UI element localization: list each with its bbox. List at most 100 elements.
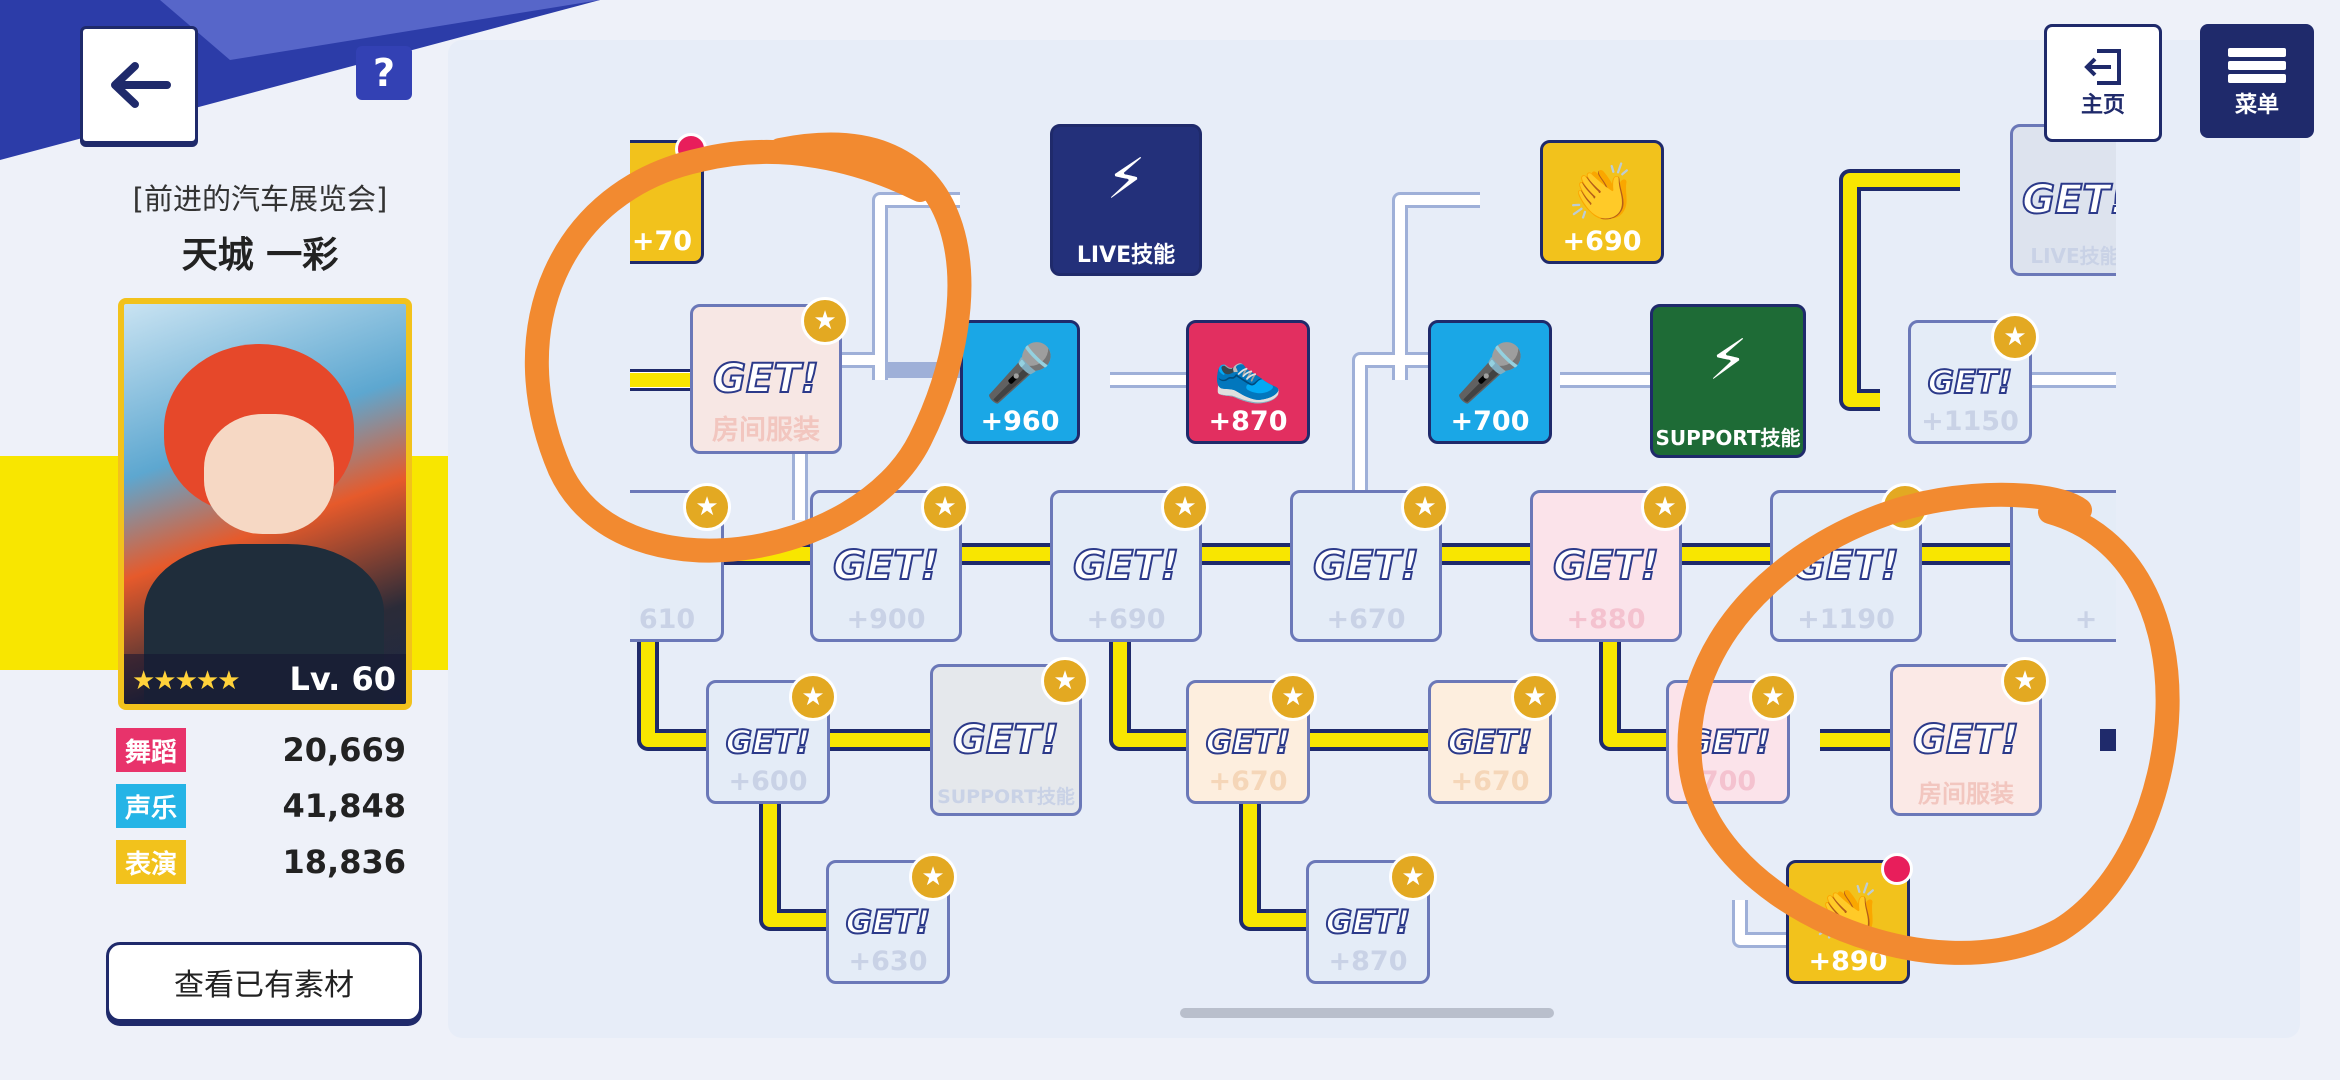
get-label: GET! xyxy=(1912,716,2020,764)
hamburger-icon xyxy=(2228,44,2286,87)
get-label: GET! xyxy=(1205,722,1292,762)
rarity-stars: ★★★★★ xyxy=(132,666,241,696)
arrow-left-icon xyxy=(111,62,171,108)
home-button[interactable]: 主页 xyxy=(2044,24,2162,142)
view-materials-button[interactable]: 查看已有素材 xyxy=(106,942,422,1022)
get-label: GET! xyxy=(725,722,812,762)
tile-row4-2[interactable]: GET! +870 ★ xyxy=(1306,853,1437,984)
stat-vocal-value: 41,848 xyxy=(282,787,406,825)
tile-row2-1[interactable]: 610 ★ xyxy=(630,483,731,642)
tile-value: + xyxy=(2074,604,2098,635)
tile-value: +870 xyxy=(1208,406,1288,437)
tile-label: SUPPORT技能 xyxy=(1655,426,1801,450)
tile-label: LIVE技能 xyxy=(1076,243,1176,268)
card-footer xyxy=(124,654,406,704)
microphone-icon: 🎤 xyxy=(1455,340,1525,406)
get-label: GET! xyxy=(712,355,820,403)
get-label: GET! xyxy=(1552,542,1660,590)
tile-dance-870[interactable]: 👟 +870 xyxy=(1186,320,1310,444)
glowstick-icon: ⚡ xyxy=(1708,327,1748,393)
get-label: GET! xyxy=(832,542,940,590)
star-badge-icon: ★ xyxy=(1511,673,1559,721)
stat-performance-value: 18,836 xyxy=(282,843,406,881)
tile-row3-1[interactable]: GET! +600 ★ xyxy=(706,673,837,804)
tile-vocal-700[interactable]: 🎤 +700 xyxy=(1428,320,1552,444)
tile-value: +690 xyxy=(1562,226,1642,257)
tile-value: +670 xyxy=(1208,766,1288,797)
tile-row2-5[interactable]: GET! +880 ★ xyxy=(1530,483,1689,642)
get-label: GET! xyxy=(1072,542,1180,590)
tile-value: +690 xyxy=(1086,604,1166,635)
card-art-face xyxy=(204,414,334,534)
menu-button[interactable]: 菜单 xyxy=(2200,24,2314,138)
skill-tree-viewport[interactable]: +70 GET! 房间服装 ★ ⚡ LIVE技能 🎤 +960 👟 +870 👏… xyxy=(630,40,2116,1038)
tile-value: 610 xyxy=(638,604,696,635)
tile-row3-3[interactable]: GET! +670 ★ xyxy=(1186,673,1317,804)
star-badge-icon: ★ xyxy=(1389,853,1437,901)
stat-dance-value: 20,669 xyxy=(282,731,406,769)
star-badge-icon: ★ xyxy=(1991,313,2039,361)
tile-vocal-960[interactable]: 🎤 +960 xyxy=(960,320,1080,444)
horizontal-scrollbar[interactable] xyxy=(1180,1008,1554,1018)
tile-row3-2[interactable]: GET! SUPPORT技能 ★ xyxy=(930,657,1089,816)
star-badge-icon: ★ xyxy=(801,297,849,345)
star-badge-icon: ★ xyxy=(683,483,731,531)
tile-value: +670 xyxy=(1450,766,1530,797)
back-button[interactable] xyxy=(80,26,198,144)
tile-live-skill-get[interactable]: GET! LIVE技能 xyxy=(2010,124,2116,276)
get-label: GET! xyxy=(952,716,1060,764)
tile-vocal-1150-get[interactable]: GET! +1150 ★ xyxy=(1908,313,2039,444)
tile-row3-4[interactable]: GET! +670 ★ xyxy=(1428,673,1559,804)
home-label: 主页 xyxy=(2080,93,2125,118)
tile-row2-3[interactable]: GET! +690 ★ xyxy=(1050,483,1209,642)
tile-row4-1[interactable]: GET! +630 ★ xyxy=(826,853,957,984)
tile-row3-6[interactable]: GET! 房间服装 ★ xyxy=(1890,657,2049,816)
tile-label: 房间服装 xyxy=(712,415,820,446)
character-name: 天城 一彩 xyxy=(181,235,339,276)
star-badge-icon: ★ xyxy=(2001,657,2049,705)
star-badge-icon: ★ xyxy=(1749,673,1797,721)
tile-value: +70 xyxy=(631,226,693,257)
stat-performance: 表演 18,836 xyxy=(116,840,406,884)
help-button[interactable]: ? xyxy=(356,46,412,100)
stat-vocal: 声乐 41,848 xyxy=(116,784,406,828)
get-label: GET! xyxy=(2021,176,2116,224)
star-badge-icon: ★ xyxy=(921,483,969,531)
tile-value: +880 xyxy=(1566,604,1646,635)
card-level: Lv. 60 xyxy=(289,660,396,698)
get-label: GET! xyxy=(1312,542,1420,590)
stat-dance: 舞蹈 20,669 xyxy=(116,728,406,772)
tile-room-outfit-get[interactable]: GET! 房间服装 ★ xyxy=(690,297,849,454)
tile-value: +900 xyxy=(846,604,926,635)
sneaker-icon: 👟 xyxy=(1213,340,1283,406)
stat-performance-label: 表演 xyxy=(116,840,186,884)
tile-value: +670 xyxy=(1326,604,1406,635)
tile-value: +700 xyxy=(1450,406,1530,437)
star-badge-icon: ★ xyxy=(1161,483,1209,531)
tile-performance-690[interactable]: 👏 +690 xyxy=(1540,140,1664,264)
get-label: GET! xyxy=(845,902,932,942)
stat-dance-label: 舞蹈 xyxy=(116,728,186,772)
tile-value: 700 xyxy=(1699,766,1757,797)
tile-value: +1150 xyxy=(1921,406,2019,437)
tile-value: +600 xyxy=(728,766,808,797)
star-badge-icon: ★ xyxy=(909,853,957,901)
menu-label: 菜单 xyxy=(2234,92,2279,118)
tile-label: SUPPORT技能 xyxy=(937,786,1075,808)
tile-support-skill[interactable]: ⚡ SUPPORT技能 xyxy=(1650,304,1806,458)
event-name: [前进的汽车展览会] xyxy=(132,182,388,216)
tile-performance-890[interactable]: 👏 +890 xyxy=(1786,853,1913,984)
tile-value: +870 xyxy=(1328,946,1408,977)
star-badge-icon: ★ xyxy=(1401,483,1449,531)
tile-live-skill[interactable]: ⚡ LIVE技能 xyxy=(1050,124,1202,276)
tile-label: LIVE技能 xyxy=(2030,244,2116,268)
get-label: GET! xyxy=(1927,362,2014,402)
character-card[interactable]: ★★★★★ Lv. 60 xyxy=(118,298,412,710)
tile-label: 房间服装 xyxy=(1918,780,2014,808)
tile-row2-4[interactable]: GET! +670 ★ xyxy=(1290,483,1449,642)
tile-value: +960 xyxy=(980,406,1060,437)
tile-value: +1190 xyxy=(1797,604,1895,635)
clapping-icon: 👏 xyxy=(1567,160,1637,226)
microphone-icon: 🎤 xyxy=(985,340,1055,406)
